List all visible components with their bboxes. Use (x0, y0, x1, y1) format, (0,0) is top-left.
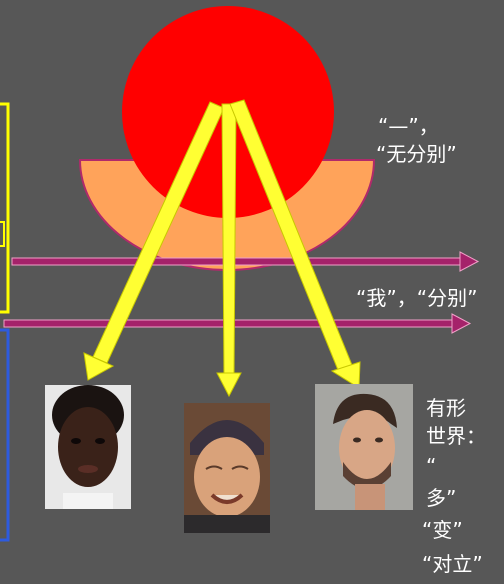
elderly-woman-photo (184, 403, 270, 533)
blue-bracket (0, 328, 10, 542)
child-photo (45, 385, 131, 509)
man-photo (315, 384, 413, 510)
man-portrait-icon (315, 384, 413, 510)
child-portrait-icon (45, 385, 131, 509)
yellow-bracket (0, 102, 10, 314)
ray-arrow-right (229, 99, 361, 389)
world-label-line4: 多” (426, 486, 457, 510)
no-distinction-label: “无分别” (376, 142, 457, 166)
ray-arrow-center (216, 103, 242, 398)
world-label-line2: 世界： (426, 424, 486, 448)
world-label-line1: 有形 (426, 396, 466, 420)
i-distinction-label: “我”，“分别” (356, 286, 478, 310)
world-label-line6: “对立” (422, 552, 483, 576)
lower-horizontal-arrow (3, 313, 472, 334)
world-label-line5: “变” (422, 518, 463, 542)
upper-horizontal-arrow (11, 251, 480, 272)
yellow-bracket-notch (0, 221, 5, 247)
world-label-line3: “ (426, 454, 437, 478)
elderly-woman-portrait-icon (184, 403, 270, 533)
one-quote-label: “—”， (378, 114, 439, 138)
ray-arrow-left (83, 101, 225, 381)
